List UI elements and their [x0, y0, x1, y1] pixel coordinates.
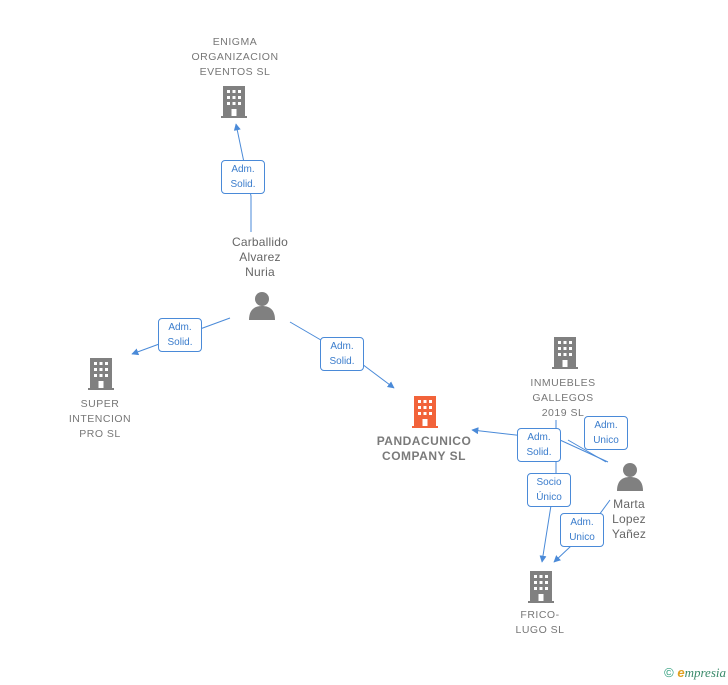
edge-label-adm-unico: Adm. Unico	[560, 513, 604, 547]
person-icon[interactable]	[249, 292, 275, 320]
edge-label-adm-solid: Adm. Solid.	[320, 337, 364, 371]
edge-label-adm-solid: Adm. Solid.	[158, 318, 202, 352]
copyright-icon: ©	[664, 665, 674, 680]
company-label-pandacunico[interactable]: PANDACUNICO COMPANY SL	[376, 434, 472, 463]
person-label-marta[interactable]: Marta Lopez Yañez	[611, 497, 647, 541]
edge-label-adm-solid: Adm. Solid.	[517, 428, 561, 462]
building-icon[interactable]	[528, 571, 554, 603]
edge-marta-inmuebles[interactable]	[567, 439, 607, 463]
edge-carballido-enigma[interactable]	[233, 123, 252, 232]
building-icon[interactable]	[552, 337, 578, 369]
building-icon[interactable]	[88, 358, 114, 390]
person-icon[interactable]	[617, 463, 643, 491]
edge-label-adm-unico: Adm. Unico	[584, 416, 628, 450]
building-icon-focus[interactable]	[412, 396, 438, 428]
brand-name: mpresia	[684, 665, 726, 680]
edge-label-socio-unico: Socio Único	[527, 473, 571, 507]
building-icon[interactable]	[221, 86, 247, 118]
brand-initial: e	[677, 665, 685, 680]
edge-label-adm-solid: Adm. Solid.	[221, 160, 265, 194]
company-label-enigma[interactable]: ENIGMA ORGANIZACION EVENTOS SL	[191, 36, 279, 78]
person-label-carballido[interactable]: Carballido Alvarez Nuria	[231, 235, 289, 279]
company-label-inmuebles[interactable]: INMUEBLES GALLEGOS 2019 SL	[530, 377, 596, 419]
company-label-frico[interactable]: FRICO- LUGO SL	[515, 609, 565, 636]
empresia-watermark: © empresia	[664, 665, 726, 681]
company-label-super[interactable]: SUPER INTENCION PRO SL	[68, 398, 132, 440]
